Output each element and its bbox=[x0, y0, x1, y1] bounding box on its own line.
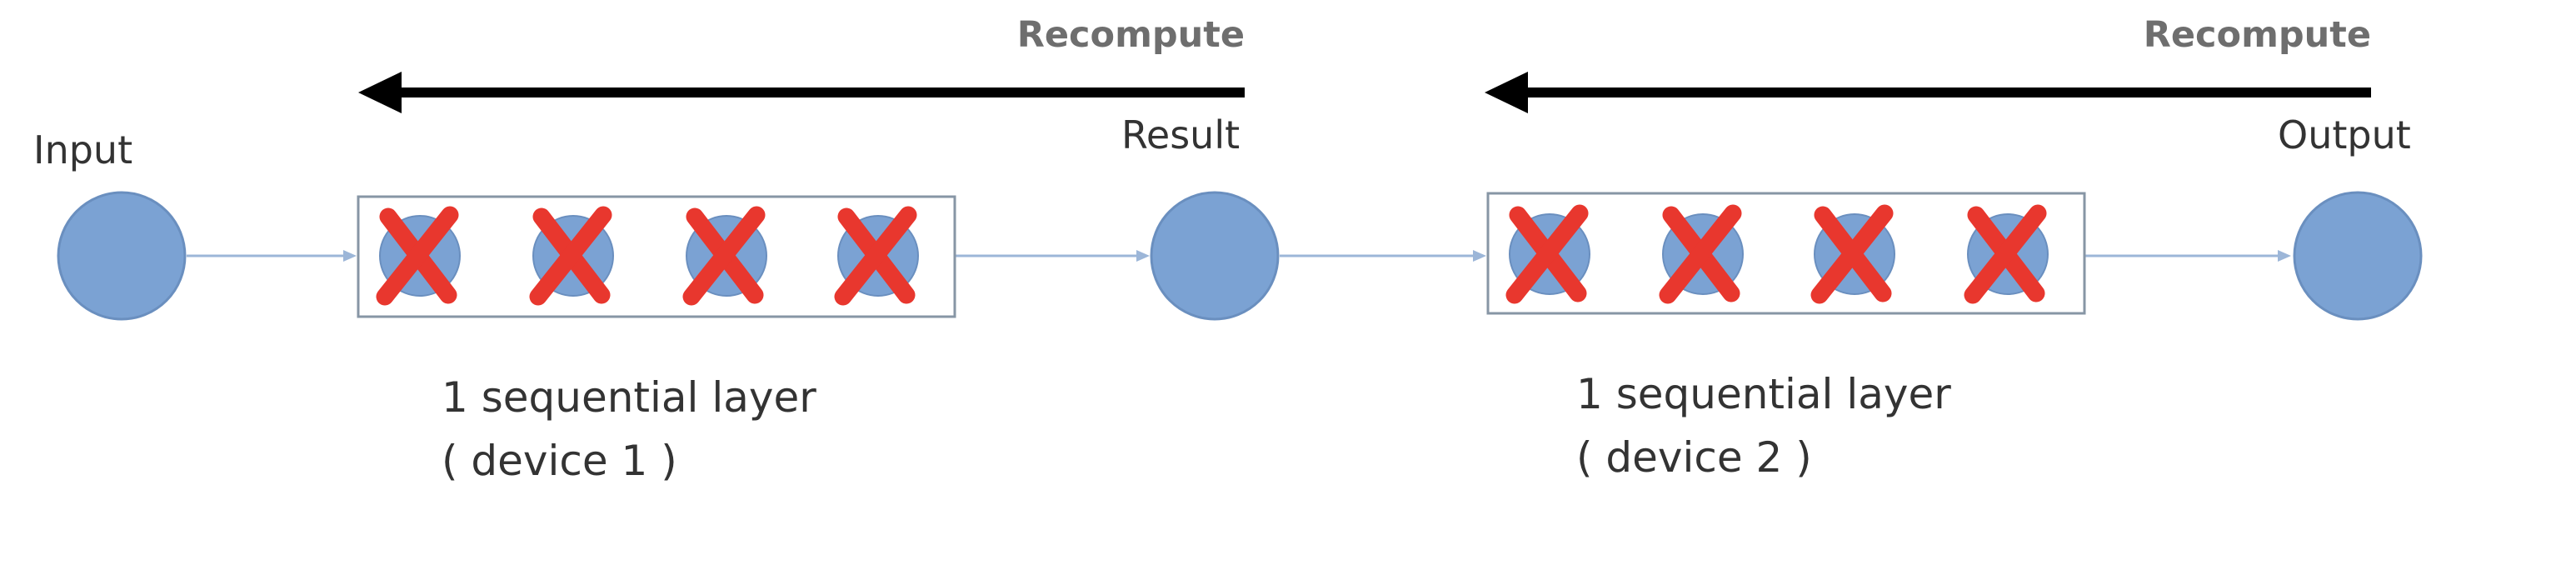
layer-caption-device-1: 1 sequential layer bbox=[442, 373, 816, 422]
cross-mark-icon bbox=[1810, 204, 1894, 304]
arrow-left-icon bbox=[1485, 72, 1528, 113]
layer-caption-device-2: 1 sequential layer bbox=[1576, 370, 1951, 418]
connector-result-to-layer2 bbox=[1280, 250, 1486, 262]
layer-unit bbox=[834, 206, 919, 306]
connector-input-to-layer1 bbox=[187, 250, 357, 262]
cross-mark-icon bbox=[376, 206, 459, 306]
layer-device-label-2: ( device 2 ) bbox=[1576, 433, 1812, 482]
layer-unit bbox=[529, 206, 614, 306]
cross-mark-icon bbox=[834, 206, 917, 306]
cross-mark-icon bbox=[1505, 204, 1589, 304]
connector-layer1-to-result bbox=[955, 250, 1150, 262]
cross-mark-icon bbox=[1964, 204, 2047, 304]
layer-box-device-2 bbox=[1486, 192, 2086, 315]
recompute-arrow-left bbox=[358, 72, 1245, 113]
connector-layer2-to-output bbox=[2084, 250, 2291, 262]
cross-mark-icon bbox=[682, 206, 766, 306]
cross-mark-icon bbox=[1659, 204, 1742, 304]
cross-mark-icon bbox=[529, 206, 612, 306]
layer-unit bbox=[682, 206, 767, 306]
arrow-left-icon bbox=[358, 72, 402, 113]
layer-unit bbox=[1659, 204, 1744, 304]
input-node bbox=[57, 191, 187, 321]
layer-box-device-1 bbox=[357, 195, 956, 318]
recompute-arrow-right bbox=[1485, 72, 2371, 113]
node-label-output: Output bbox=[2278, 112, 2411, 158]
output-node bbox=[2293, 191, 2423, 321]
node-label-result: Result bbox=[1121, 112, 1240, 158]
result-node bbox=[1150, 191, 1280, 321]
layer-unit bbox=[376, 206, 461, 306]
recompute-label-right: Recompute bbox=[2144, 14, 2371, 56]
node-label-input: Input bbox=[33, 128, 132, 172]
layer-device-label-1: ( device 1 ) bbox=[442, 437, 677, 485]
layer-unit bbox=[1810, 204, 1895, 304]
layer-unit bbox=[1964, 204, 2049, 304]
recompute-label-left: Recompute bbox=[1017, 14, 1245, 56]
layer-unit bbox=[1505, 204, 1590, 304]
